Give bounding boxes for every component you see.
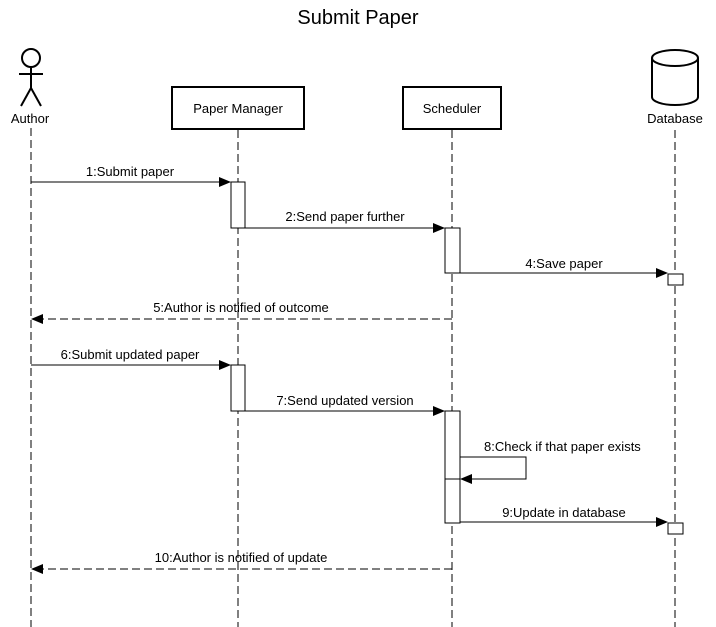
database-icon	[651, 49, 699, 106]
diagram-title: Submit Paper	[297, 7, 419, 29]
message-4-label: 4:Save paper	[525, 256, 603, 271]
message-8-label: 8:Check if that paper exists	[484, 439, 641, 454]
scheduler-label: Scheduler	[423, 101, 482, 116]
message-8-arrow	[460, 456, 527, 484]
lifelines	[30, 128, 676, 627]
activation-sch-1	[444, 227, 461, 274]
paper-manager-label: Paper Manager	[193, 101, 283, 116]
activation-db-2	[667, 522, 684, 535]
author-label: Author	[11, 111, 50, 126]
message-1-label: 1:Submit paper	[86, 164, 175, 179]
message-9-label: 9:Update in database	[502, 505, 626, 520]
message-5-label: 5:Author is notified of outcome	[153, 300, 329, 315]
author-actor-icon	[19, 48, 43, 107]
message-10-label: 10:Author is notified of update	[155, 550, 328, 565]
message-6-label: 6:Submit updated paper	[61, 347, 200, 362]
activation-pm-1	[230, 181, 246, 229]
activation-pm-2	[230, 364, 246, 412]
scheduler-box	[402, 86, 502, 130]
message-7-label: 7:Send updated version	[276, 393, 413, 408]
activation-sch-2	[444, 410, 461, 524]
activation-db-1	[667, 273, 684, 286]
message-2-label: 2:Send paper further	[285, 209, 405, 224]
messages	[31, 177, 668, 574]
paper-manager-box	[171, 86, 305, 130]
database-label: Database	[647, 111, 703, 126]
activations	[230, 181, 684, 535]
